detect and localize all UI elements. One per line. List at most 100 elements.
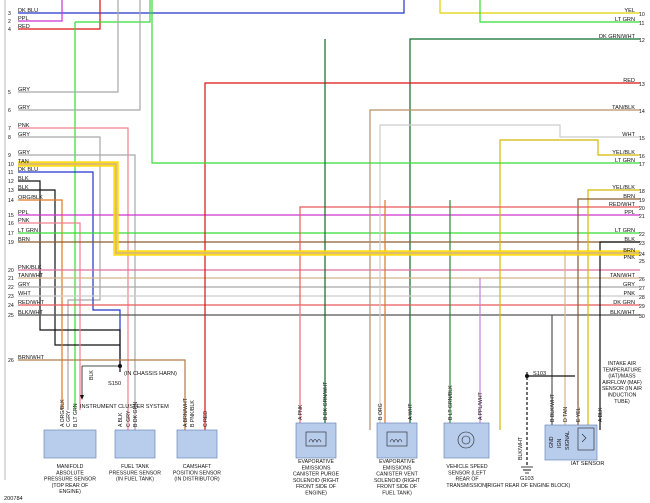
right-pin-number: 20: [639, 206, 645, 212]
left-pin-number: 12: [8, 179, 14, 185]
left-wire-color: PNK: [18, 218, 30, 224]
left-wire-color: WHT: [18, 291, 31, 297]
ground-blk-label: BLK: [89, 370, 95, 380]
component-pin-label: B LT GRN/BLK: [448, 385, 454, 420]
component-boxes: [43, 422, 598, 461]
wire-tan-highlight: [18, 163, 640, 254]
left-wire-color: BLK: [18, 185, 29, 191]
left-pin-number: 22: [8, 285, 14, 291]
right-wire-color: TAN/WHT: [610, 273, 636, 279]
instrument-cluster-label: INSTRUMENT CLUSTER SYSTEM: [80, 404, 169, 410]
right-wire-color: YEL/BLK: [612, 150, 635, 156]
right-wire-color: BRN: [623, 248, 635, 254]
wire-pnk-16: [18, 222, 81, 410]
left-pin-number: 7: [8, 126, 11, 132]
component-pin-label: B ORG: [378, 403, 384, 420]
left-pin-number: 4: [8, 27, 11, 33]
right-wire-color: DK GRN: [613, 300, 635, 306]
wire-wht-r6: [379, 124, 640, 430]
right-wire-color: LT GRN: [615, 228, 635, 234]
wire-tan-highlight-glow: [18, 161, 640, 256]
splice-s103-label: S103: [533, 371, 546, 377]
left-wire-color: DK BLU: [18, 8, 38, 14]
right-pin-number: 19: [639, 198, 645, 204]
splice-s150-label: S150: [108, 381, 121, 387]
wire-gry-6: [18, 0, 141, 111]
left-wire-color: PPL: [18, 210, 29, 216]
right-wire-color: GRY: [623, 282, 635, 288]
right-pin-number: 22: [639, 232, 645, 238]
right-pin-number: 29: [639, 304, 645, 310]
splice-s103: [525, 374, 529, 378]
left-pin-number: 17: [8, 231, 14, 237]
left-pin-number: 3: [8, 11, 11, 17]
left-pin-number: 19: [8, 240, 14, 246]
right-pin-number: 11: [639, 21, 644, 27]
right-pin-number: 17: [639, 162, 645, 168]
ground-g103-label: G103: [520, 476, 534, 482]
wire-gry-5: [18, 0, 119, 93]
wire-blk-12: [18, 180, 121, 372]
right-wire-color: BLK/WHT: [610, 310, 635, 316]
wire-ppl-top: [18, 0, 63, 22]
right-wire-color: PNK: [623, 255, 635, 261]
left-wire-color: RED: [18, 24, 30, 30]
wire-blk-r14: [599, 241, 640, 430]
left-wire-color: DK BLU: [18, 167, 38, 173]
wire-yelblk-r7: [499, 139, 640, 430]
wire-gry-8: [18, 136, 101, 410]
wire-dkgrnwht-r3: [409, 38, 640, 430]
component-pin-label: D TAN: [563, 407, 569, 422]
wire-dk-blu-top: [18, 0, 405, 14]
iat-sensor-label: IAT SENSOR: [571, 461, 604, 467]
component-pin-label: A WHT: [408, 403, 414, 420]
left-pin-number: 25: [8, 313, 14, 319]
wire-red-r4: [204, 82, 640, 430]
right-pin-number: 21: [639, 214, 645, 220]
wire-pnk-7: [18, 127, 129, 430]
left-wire-color: BRN: [18, 237, 30, 243]
component-pin-label: A BRN/WHT: [183, 397, 189, 427]
right-wire-color: TAN/BLK: [612, 105, 635, 111]
left-pin-number: 16: [8, 221, 14, 227]
right-wire-color: DK GRN/WHT: [599, 34, 636, 40]
left-wire-color: BLK/WHT: [18, 310, 43, 316]
right-wire-color: LT GRN: [615, 158, 635, 164]
right-wire-color: RED: [623, 78, 635, 84]
cmp-sensor-box: [176, 429, 218, 459]
component-pin-label: A BLK: [118, 412, 124, 427]
component-pin-label: A ORG/BLK: [60, 399, 66, 427]
left-wire-color: GRY: [18, 282, 30, 288]
component-pin-label: C RED: [203, 411, 209, 427]
right-pin-number: 12: [639, 38, 645, 44]
right-pin-number: 30: [639, 314, 645, 320]
left-wire-color: GRY: [18, 105, 30, 111]
wire-red-top: [18, 0, 101, 30]
iat-signal: SIGNAL: [565, 431, 571, 450]
right-pin-number: 27: [639, 286, 645, 292]
wire-orgblk-14: [18, 199, 63, 410]
wire-blk-13: [18, 189, 120, 346]
left-wire-color: TAN/WHT: [18, 273, 44, 279]
wire-lt-grn-r2: [479, 0, 640, 23]
wire-brn-r10: [577, 198, 640, 430]
iat-maf-box: [544, 424, 598, 461]
right-wire-color: RED/WHT: [609, 202, 636, 208]
right-pin-number: 25: [639, 259, 645, 265]
wire-gry-9: [18, 154, 136, 430]
left-wire-color: PPL: [18, 16, 29, 22]
splice-s150-note: (IN CHASSIS HARN): [124, 371, 177, 377]
ground-g103-note: (RIGHT REAR OF ENGINE BLOCK): [486, 483, 571, 489]
left-pin-number: 14: [8, 198, 14, 204]
right-wire-color: LT GRN: [615, 17, 635, 23]
left-wire-color: RED/WHT: [18, 300, 45, 306]
right-pin-number: 26: [639, 277, 645, 283]
